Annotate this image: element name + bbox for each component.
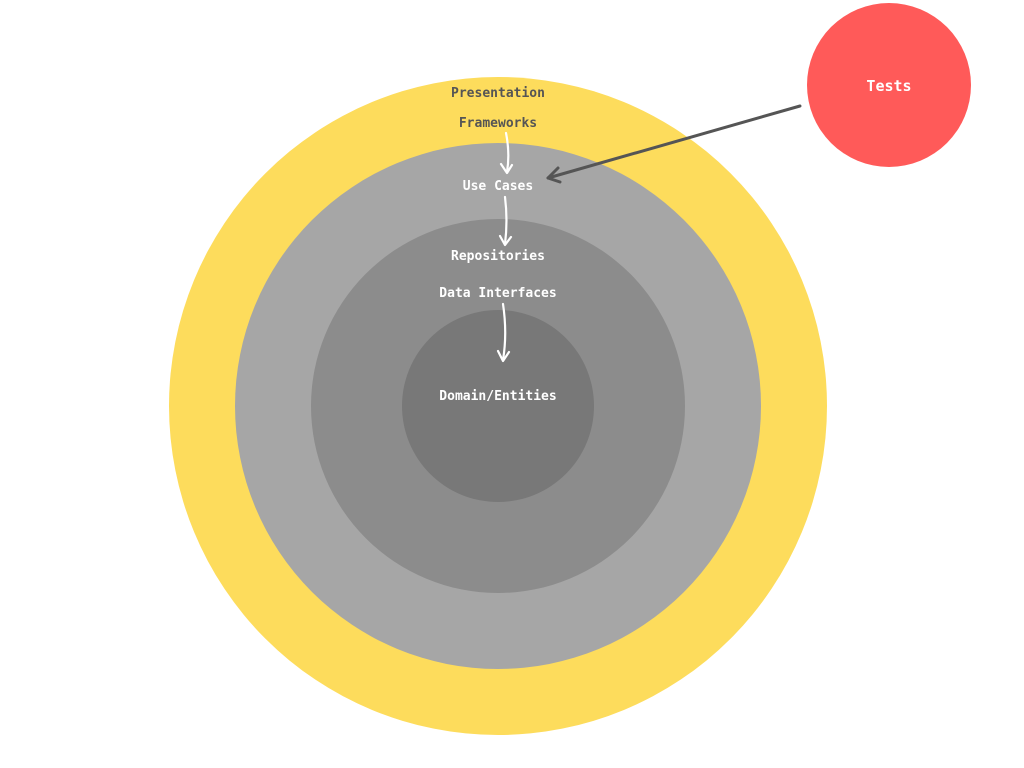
datainterfaces-to-domain-arrow xyxy=(501,302,507,362)
usecases-to-repositories-arrowhead xyxy=(498,234,513,247)
usecases-to-repositories-arrow xyxy=(503,195,508,246)
tests-circle xyxy=(807,3,971,167)
tests-label: Tests xyxy=(866,77,911,95)
frameworks-to-usecases-arrow xyxy=(504,131,510,174)
datainterfaces-to-domain-arrowhead xyxy=(496,349,511,363)
use-cases-label: Use Cases xyxy=(463,179,533,194)
repositories-label: Repositories xyxy=(451,249,545,264)
tests-to-usecases-arrow xyxy=(546,104,802,180)
data-interfaces-label: Data Interfaces xyxy=(439,286,556,301)
presentation-label: Presentation xyxy=(451,86,545,101)
frameworks-label: Frameworks xyxy=(459,116,537,131)
tests-to-usecases-arrowhead xyxy=(546,166,562,184)
domain-core xyxy=(402,310,594,502)
domain-entities-label: Domain/Entities xyxy=(439,389,556,404)
frameworks-to-usecases-arrowhead xyxy=(499,162,514,175)
